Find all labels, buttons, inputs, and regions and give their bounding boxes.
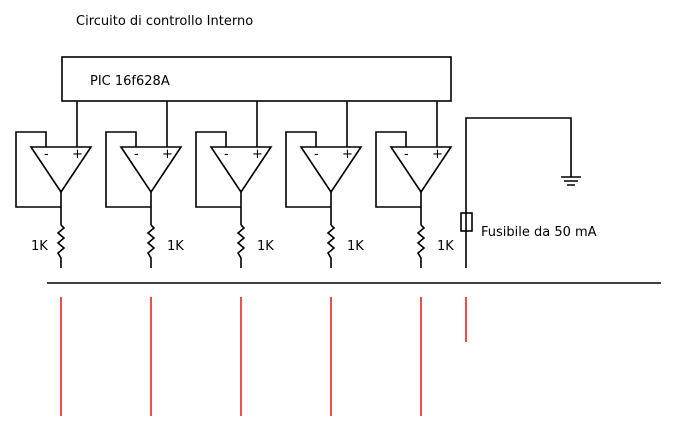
resistor-label: 1K xyxy=(347,239,364,254)
opamp-symbol xyxy=(389,146,453,194)
minus-sign: - xyxy=(314,147,319,162)
pic-label: PIC 16f628A xyxy=(90,74,170,89)
resistor-symbol xyxy=(56,224,66,268)
resistor-label: 1K xyxy=(31,239,48,254)
fuse-branch: Fusibile da 50 mA xyxy=(460,117,597,268)
minus-sign: - xyxy=(44,147,49,162)
resistor-label: 1K xyxy=(437,239,454,254)
opamp-unit-5: - +1K xyxy=(375,101,454,416)
resistor-label: 1K xyxy=(167,239,184,254)
opamp-unit-2: - +1K xyxy=(105,101,184,416)
opamp-symbol xyxy=(29,146,93,194)
opamp-symbol xyxy=(209,146,273,194)
plus-sign: + xyxy=(252,147,263,162)
ground-icon xyxy=(561,176,581,186)
feedback-wire xyxy=(15,131,62,225)
minus-sign: - xyxy=(404,147,409,162)
opamp-unit-1: - +1K xyxy=(15,101,93,416)
minus-sign: - xyxy=(224,147,229,162)
opamp-symbol xyxy=(299,146,363,194)
opamp-unit-4: - +1K xyxy=(285,101,364,416)
fuse-symbol xyxy=(460,212,473,232)
resistor-symbol xyxy=(236,224,246,268)
fuse-wire xyxy=(465,117,572,268)
minus-sign: - xyxy=(134,147,139,162)
opamp-symbol xyxy=(119,146,183,194)
resistor-symbol xyxy=(146,224,156,268)
feedback-wire xyxy=(375,131,422,225)
resistor-label: 1K xyxy=(257,239,274,254)
resistor-symbol xyxy=(416,224,426,268)
fuse-label: Fusibile da 50 mA xyxy=(481,225,597,240)
diagram-title: Circuito di controllo Interno xyxy=(76,14,253,29)
opamp-unit-3: - +1K xyxy=(195,101,274,416)
plus-sign: + xyxy=(342,147,353,162)
plus-sign: + xyxy=(432,147,443,162)
feedback-wire xyxy=(105,131,152,225)
feedback-wire xyxy=(195,131,242,225)
plus-sign: + xyxy=(72,147,83,162)
plus-sign: + xyxy=(162,147,173,162)
feedback-wire xyxy=(285,131,332,225)
resistor-symbol xyxy=(326,224,336,268)
